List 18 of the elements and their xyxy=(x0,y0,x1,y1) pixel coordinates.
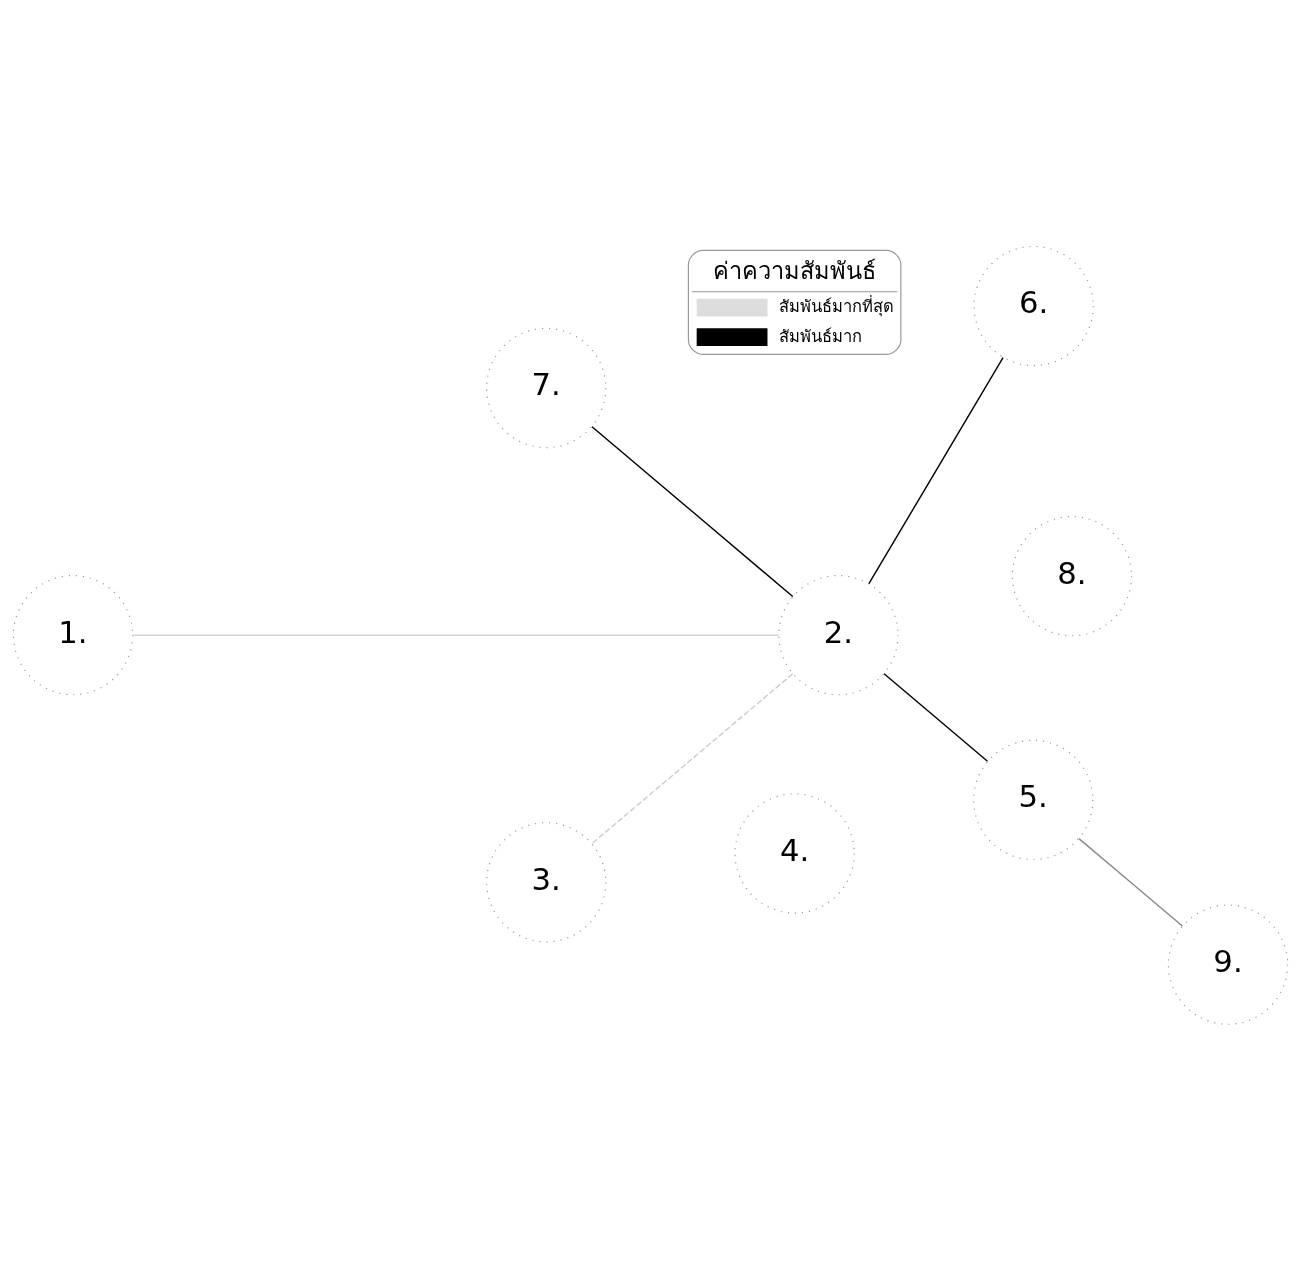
node-circle: 4. xyxy=(734,793,855,914)
legend-label: สัมพันธ์มากที่สุด xyxy=(779,297,895,317)
connector xyxy=(868,356,1004,585)
connector xyxy=(591,426,794,598)
node-circle: 6. xyxy=(973,245,1094,367)
node-circle: 9. xyxy=(1167,904,1289,1025)
node-circle: 3. xyxy=(486,822,607,943)
label: ค่าความสัมพันธ์ xyxy=(712,256,876,285)
legend-label: สัมพันธ์มาก xyxy=(779,326,863,346)
node-circle: 1. xyxy=(12,574,134,696)
connector xyxy=(132,634,780,636)
node-circle: 8. xyxy=(1011,515,1133,637)
connector xyxy=(1078,837,1184,927)
node-circle: 5. xyxy=(973,739,1094,861)
connector xyxy=(591,673,794,845)
node-circle: 7. xyxy=(486,327,607,449)
node-circle: 2. xyxy=(778,574,899,696)
connector xyxy=(883,673,989,762)
